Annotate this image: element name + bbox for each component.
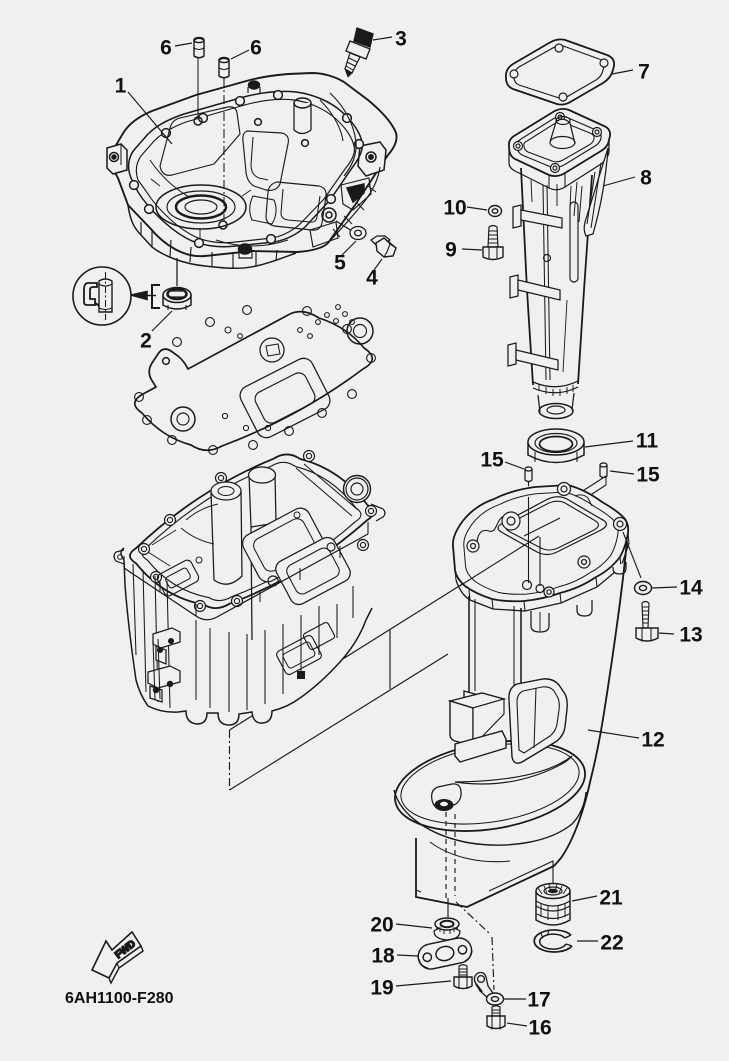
svg-text:15: 15 [480, 449, 504, 472]
svg-text:15: 15 [636, 464, 660, 487]
svg-text:22: 22 [600, 932, 623, 955]
svg-text:6AH1100-F280: 6AH1100-F280 [65, 990, 174, 1007]
svg-text:14: 14 [679, 577, 703, 600]
svg-text:4: 4 [366, 267, 378, 290]
svg-text:13: 13 [679, 624, 702, 647]
svg-text:18: 18 [371, 945, 395, 968]
svg-text:16: 16 [528, 1017, 551, 1040]
svg-text:2: 2 [140, 330, 152, 353]
svg-text:20: 20 [370, 914, 393, 937]
svg-text:10: 10 [443, 197, 466, 220]
svg-text:8: 8 [640, 167, 652, 190]
svg-text:5: 5 [334, 252, 346, 275]
svg-text:21: 21 [599, 887, 623, 910]
svg-text:19: 19 [370, 977, 393, 1000]
svg-text:11: 11 [636, 430, 659, 453]
svg-text:7: 7 [638, 61, 650, 84]
svg-text:12: 12 [641, 729, 664, 752]
svg-text:3: 3 [395, 28, 407, 51]
svg-text:6: 6 [250, 37, 262, 60]
svg-text:9: 9 [445, 239, 457, 262]
svg-text:6: 6 [160, 37, 172, 60]
svg-text:17: 17 [527, 989, 550, 1012]
svg-text:1: 1 [115, 75, 127, 98]
